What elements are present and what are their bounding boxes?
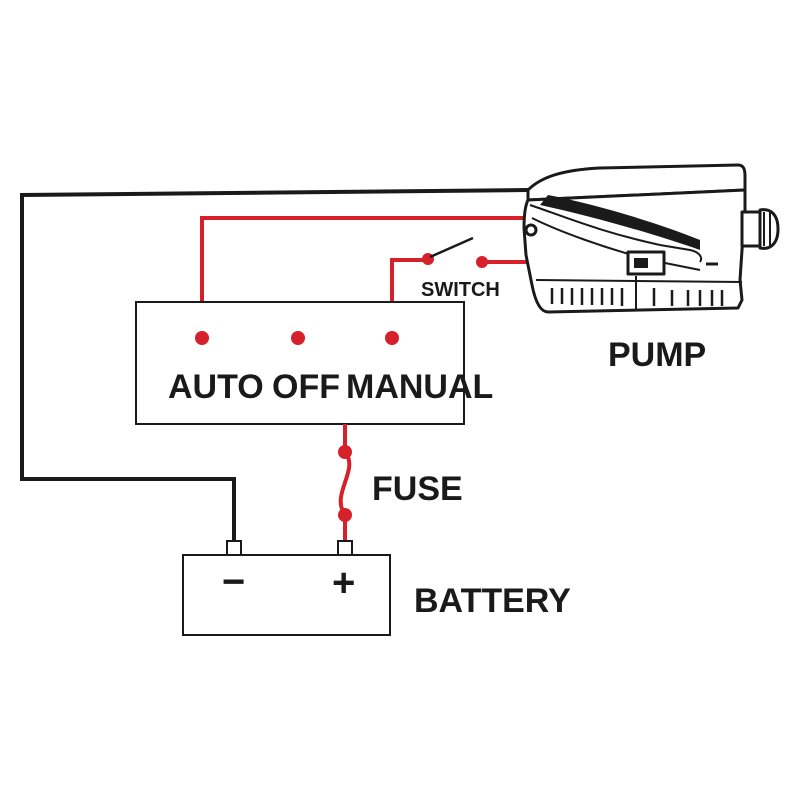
pump-sensor-window-inner xyxy=(634,258,648,268)
pump-base xyxy=(535,279,743,283)
manual-terminal xyxy=(385,331,399,345)
manual-switch: SWITCH xyxy=(421,236,500,301)
control-panel-box xyxy=(135,301,465,425)
off-terminal xyxy=(291,331,305,345)
off-label: OFF xyxy=(272,368,340,406)
pump-label: PUMP xyxy=(608,336,706,374)
fuse: FUSE xyxy=(338,424,463,543)
control-panel: AUTO OFF MANUAL xyxy=(135,301,493,425)
pump-intake-slots xyxy=(550,288,724,306)
auto-label: AUTO xyxy=(168,368,264,406)
battery-plus-label: + xyxy=(332,561,355,605)
manual-label: MANUAL xyxy=(346,368,493,406)
pump-front-panel xyxy=(529,204,703,263)
pump-wire-entry xyxy=(524,223,538,237)
battery-body xyxy=(182,554,391,636)
battery-minus-label: − xyxy=(222,560,245,604)
battery-terminal-positive xyxy=(337,540,353,556)
battery: − + BATTERY xyxy=(182,540,571,636)
battery-terminal-negative xyxy=(226,540,242,556)
switch-contact-right xyxy=(476,256,488,268)
battery-label: BATTERY xyxy=(414,582,571,620)
bilge-pump: PUMP xyxy=(522,163,780,374)
fuse-label: FUSE xyxy=(372,470,463,508)
switch-label: SWITCH xyxy=(421,279,500,301)
auto-terminal xyxy=(195,331,209,345)
negative-wire xyxy=(20,188,529,543)
pump-outlet xyxy=(740,208,780,250)
switch-lever xyxy=(429,236,474,259)
fuse-element xyxy=(338,450,352,517)
pump-side-wedge xyxy=(540,195,700,250)
auto-wire xyxy=(200,216,528,338)
